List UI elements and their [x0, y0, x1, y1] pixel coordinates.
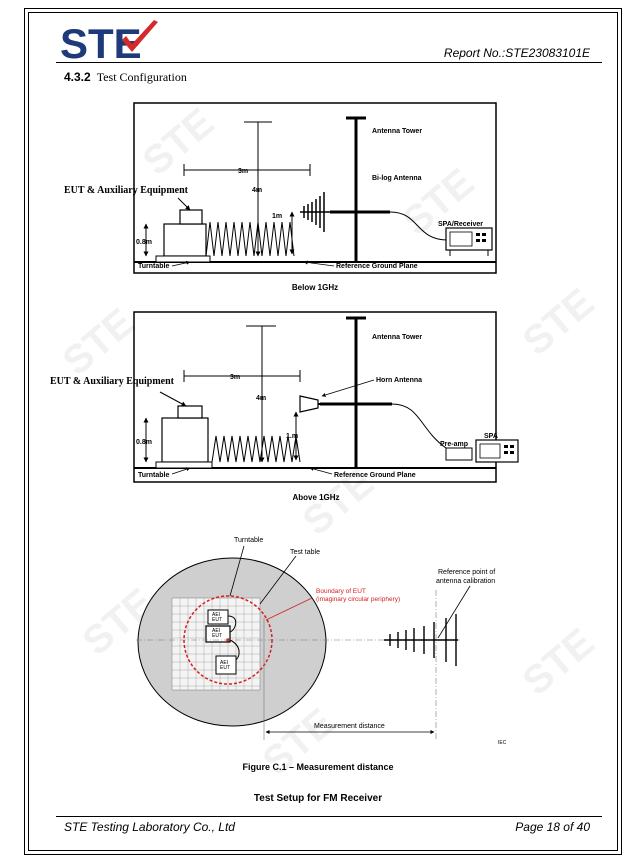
eut-label-3: EUT [220, 665, 230, 671]
diagram-below-1ghz: EUT & Auxiliary Equipment Antenna Tower … [64, 102, 497, 292]
horn-antenna-icon [299, 395, 319, 413]
absorber-cones [205, 221, 295, 257]
spa-label: SPA [484, 433, 498, 440]
distance-0-8m-2: 0.8m [136, 439, 152, 446]
footer-lab-name: STE Testing Laboratory Co., Ltd [64, 820, 235, 834]
reference-label-line2: antenna calibration [436, 578, 495, 585]
antenna-tower-label-2: Antenna Tower [372, 334, 422, 341]
diagram-above-1ghz: EUT & Auxiliary Equipment Antenna Tower … [50, 311, 519, 502]
turntable [155, 255, 211, 263]
distance-0-8m: 0.8m [136, 239, 152, 246]
chamber-outline-2 [133, 311, 497, 483]
antenna-tower-label: Antenna Tower [372, 128, 422, 135]
bilog-antenna-icon [300, 192, 330, 232]
ground-plane-label-2: Reference Ground Plane [334, 472, 416, 479]
turntable-label: Turntable [138, 263, 169, 270]
turntable-label-3: Turntable [234, 537, 263, 544]
eut-box [179, 209, 203, 225]
ste-logo: STE [60, 20, 158, 66]
distance-1m: 1m [272, 213, 282, 220]
preamp-label: Pre-amp [440, 441, 468, 448]
chamber-outline [133, 102, 497, 274]
aei-label-2: AEI [212, 628, 220, 634]
diagram-measurement-distance: AEI EUT AEI EUT AEI EUT Turntable Test t… [136, 537, 507, 746]
test-table [163, 223, 207, 257]
receiver-label: SPA/Receiver [438, 221, 483, 228]
page-border-outer [24, 8, 622, 855]
footer-page-number: Page 18 of 40 [515, 820, 590, 834]
distance-3m: 3m [238, 168, 248, 175]
antenna-label: Bi-log Antenna [372, 175, 422, 182]
iec-label: IEC [498, 740, 507, 746]
eut-label-2: EUT & Auxiliary Equipment [50, 376, 175, 387]
aei-box-2 [215, 655, 237, 675]
distance-4m-2: 4m [256, 395, 266, 402]
measurement-distance-label: Measurement distance [314, 723, 385, 730]
diagram-caption-above: Above 1GHz [292, 493, 339, 502]
eut-label-1: EUT [212, 617, 222, 623]
eut-label-2: EUT [212, 633, 222, 639]
boundary-label-line1: Boundary of EUT [316, 588, 366, 595]
logo-check-icon [122, 20, 158, 52]
diagram-caption-below: Below 1GHz [292, 283, 338, 292]
test-table-2 [161, 417, 209, 463]
log-periodic-antenna-icon [384, 614, 458, 666]
distance-4m: 4m [252, 187, 262, 194]
reference-label-line1: Reference point of [438, 569, 495, 576]
eut-device [205, 625, 231, 643]
aei-label-3: AEI [220, 660, 228, 666]
section-number: 4.3.2 [64, 70, 91, 84]
setup-title: Test Setup for FM Receiver [253, 793, 383, 804]
aei-box-1 [207, 609, 229, 625]
figure-title: Figure C.1 – Measurement distance [242, 762, 394, 772]
distance-3m-2: 3m [230, 374, 240, 381]
turntable-label-2: Turntable [138, 472, 169, 479]
report-number: Report No.:STE23083101E [443, 46, 590, 60]
page-border-inner [28, 12, 618, 851]
ground-plane-label: Reference Ground Plane [336, 263, 418, 270]
header-rule [56, 62, 602, 63]
section-heading: 4.3.2 Test Configuration [64, 70, 187, 85]
aei-label-1: AEI [212, 612, 220, 618]
distance-1m-2: 1.m [286, 433, 298, 440]
eut-label: EUT & Auxiliary Equipment [64, 185, 189, 196]
preamp-box [445, 447, 473, 461]
boundary-label-line2: (imaginary circular periphery) [316, 596, 400, 603]
horn-antenna-label: Horn Antenna [376, 377, 422, 384]
eut-box-2 [177, 405, 203, 419]
test-table-label: Test table [290, 549, 320, 556]
section-title: Test Configuration [96, 70, 187, 84]
footer-rule [56, 816, 602, 817]
